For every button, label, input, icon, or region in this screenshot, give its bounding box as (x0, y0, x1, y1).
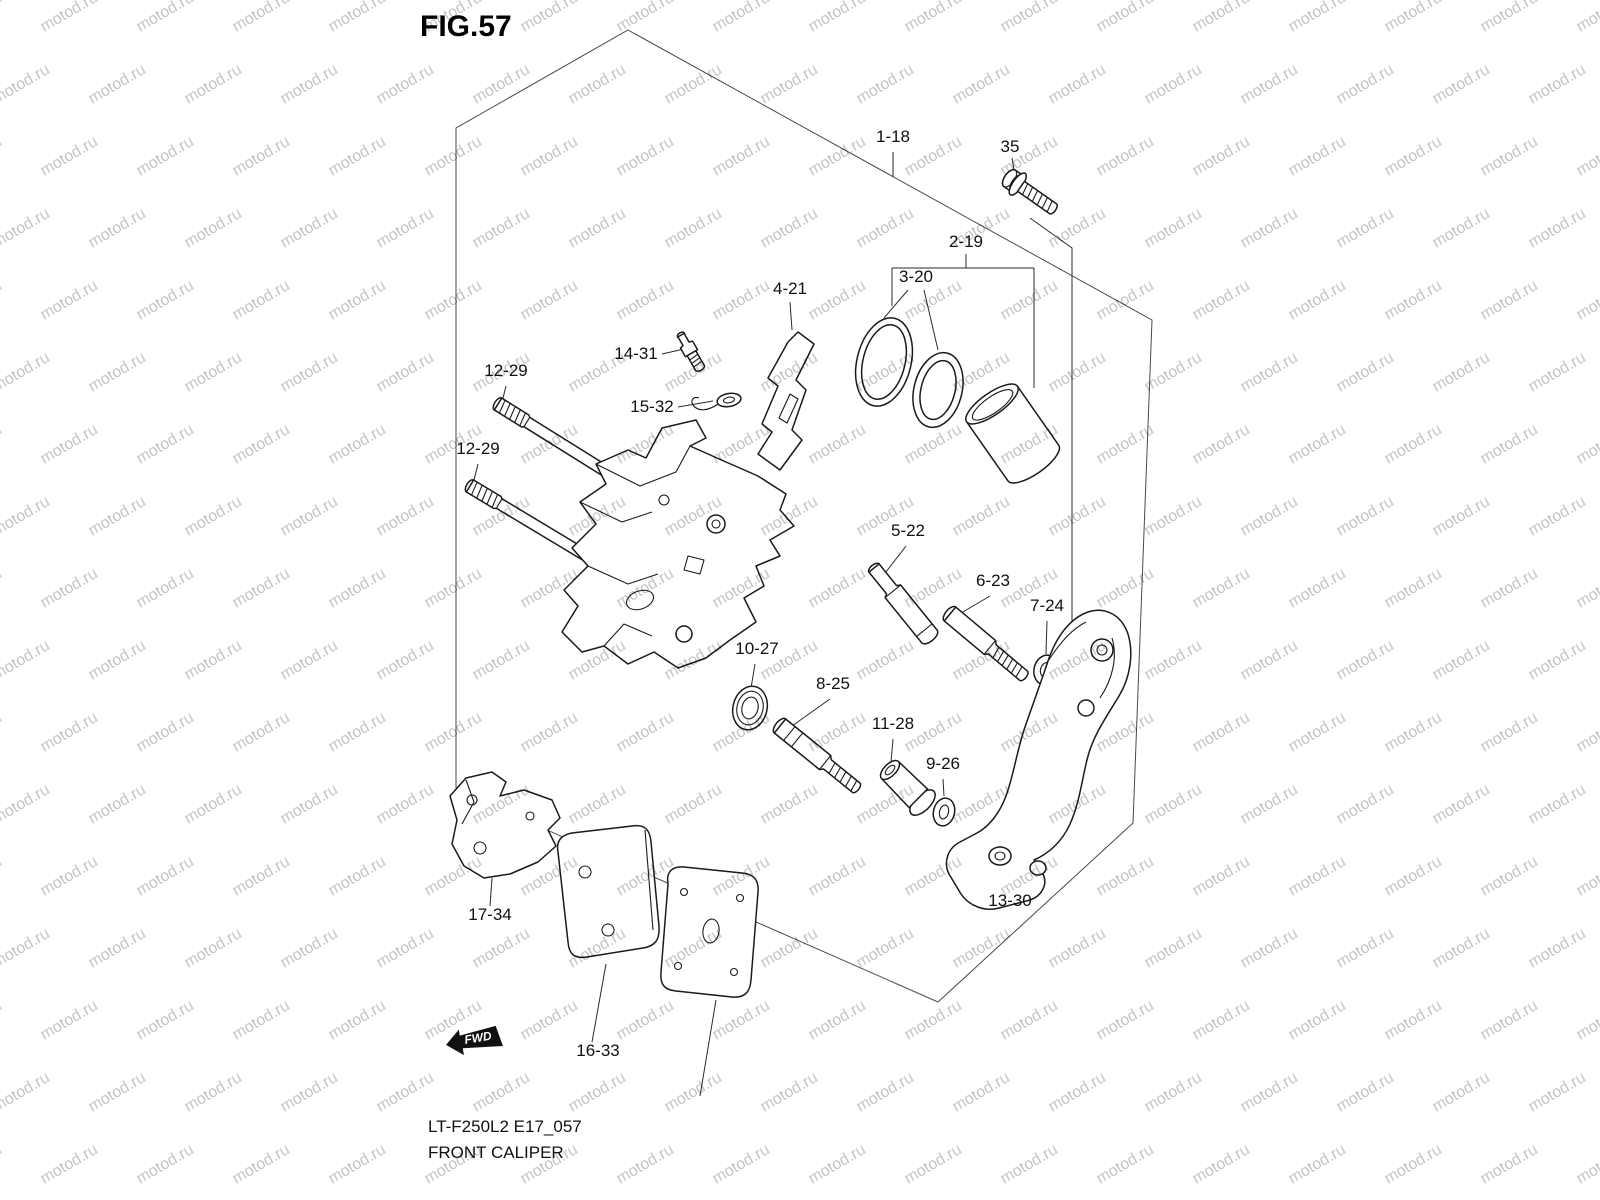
leader-9-26 (942, 778, 945, 797)
part-label-5-22: 5-22 (891, 521, 925, 540)
bleeder-cap (691, 392, 742, 411)
part-label-6-23: 6-23 (976, 571, 1010, 590)
leader-2-19 (891, 254, 1035, 388)
caliper-bracket (945, 609, 1132, 910)
brake-pad-outer (660, 866, 759, 998)
part-label-14-31: 14-31 (614, 344, 657, 363)
leader-14-31 (661, 348, 685, 355)
leader-11-28 (890, 738, 894, 763)
slide-pin (867, 562, 939, 645)
caliper-body (561, 419, 795, 669)
mounting-bolt (1001, 168, 1058, 215)
fwd-arrow-label: FWD (463, 1029, 493, 1047)
leader-8-25 (791, 698, 831, 727)
fwd-arrow: FWD (446, 1025, 503, 1056)
part-label-1-18: 1-18 (876, 127, 910, 146)
figure-title: FIG.57 (420, 10, 512, 43)
leader-4-21 (789, 301, 793, 331)
part-label-7-24: 7-24 (1030, 596, 1064, 615)
leader-16-33 (591, 963, 717, 1097)
leader-10-27 (750, 663, 756, 689)
diagram-art: FWD (446, 168, 1132, 1056)
part-label-16-33: 16-33 (576, 1041, 619, 1060)
caliper-piston (965, 383, 1061, 484)
part-label-3-20: 3-20 (899, 267, 933, 286)
part-label-9-26: 9-26 (926, 754, 960, 773)
pin-bolt (942, 605, 1029, 682)
part-label-10-27: 10-27 (735, 639, 778, 658)
bleeder-valve (676, 331, 706, 373)
pin-boot (879, 759, 936, 816)
part-label-13-30: 13-30 (988, 891, 1031, 910)
part-label-12-29b: 12-29 (456, 439, 499, 458)
part-label-11-28: 11-28 (872, 714, 914, 733)
figure-border (455, 29, 1153, 1003)
part-label-35: 35 (1001, 137, 1020, 156)
pad-support (449, 771, 561, 879)
footer-figure-name: FRONT CALIPER (428, 1143, 564, 1162)
pad-spring (757, 331, 815, 471)
pin-sleeve (772, 717, 862, 794)
part-label-15-32: 15-32 (630, 397, 673, 416)
boot-ring (731, 685, 769, 731)
leader-17-34 (489, 877, 493, 907)
part-label-8-25: 8-25 (816, 674, 850, 693)
part-label-4-21: 4-21 (773, 279, 807, 298)
brake-pad-inner (556, 824, 660, 959)
leader-7-24 (1045, 620, 1048, 655)
part-label-12-29a: 12-29 (484, 361, 527, 380)
piston-seal (854, 317, 914, 407)
leader-3-20 (883, 289, 939, 351)
leader-15-32 (677, 400, 714, 408)
piston-dust-seal (912, 351, 964, 429)
part-label-2-19: 2-19 (949, 232, 983, 251)
fwd-arrow-shape (446, 1025, 503, 1056)
leader-5-22 (885, 545, 907, 573)
washer-flat (932, 797, 956, 827)
part-label-17-34: 17-34 (468, 905, 511, 924)
footer-model-code: LT-F250L2 E17_057 (428, 1117, 582, 1136)
callout-labels: 1-18 35 2-19 3-20 4-21 14-31 15-32 12-29 12-29 5-… (456, 127, 1064, 1060)
